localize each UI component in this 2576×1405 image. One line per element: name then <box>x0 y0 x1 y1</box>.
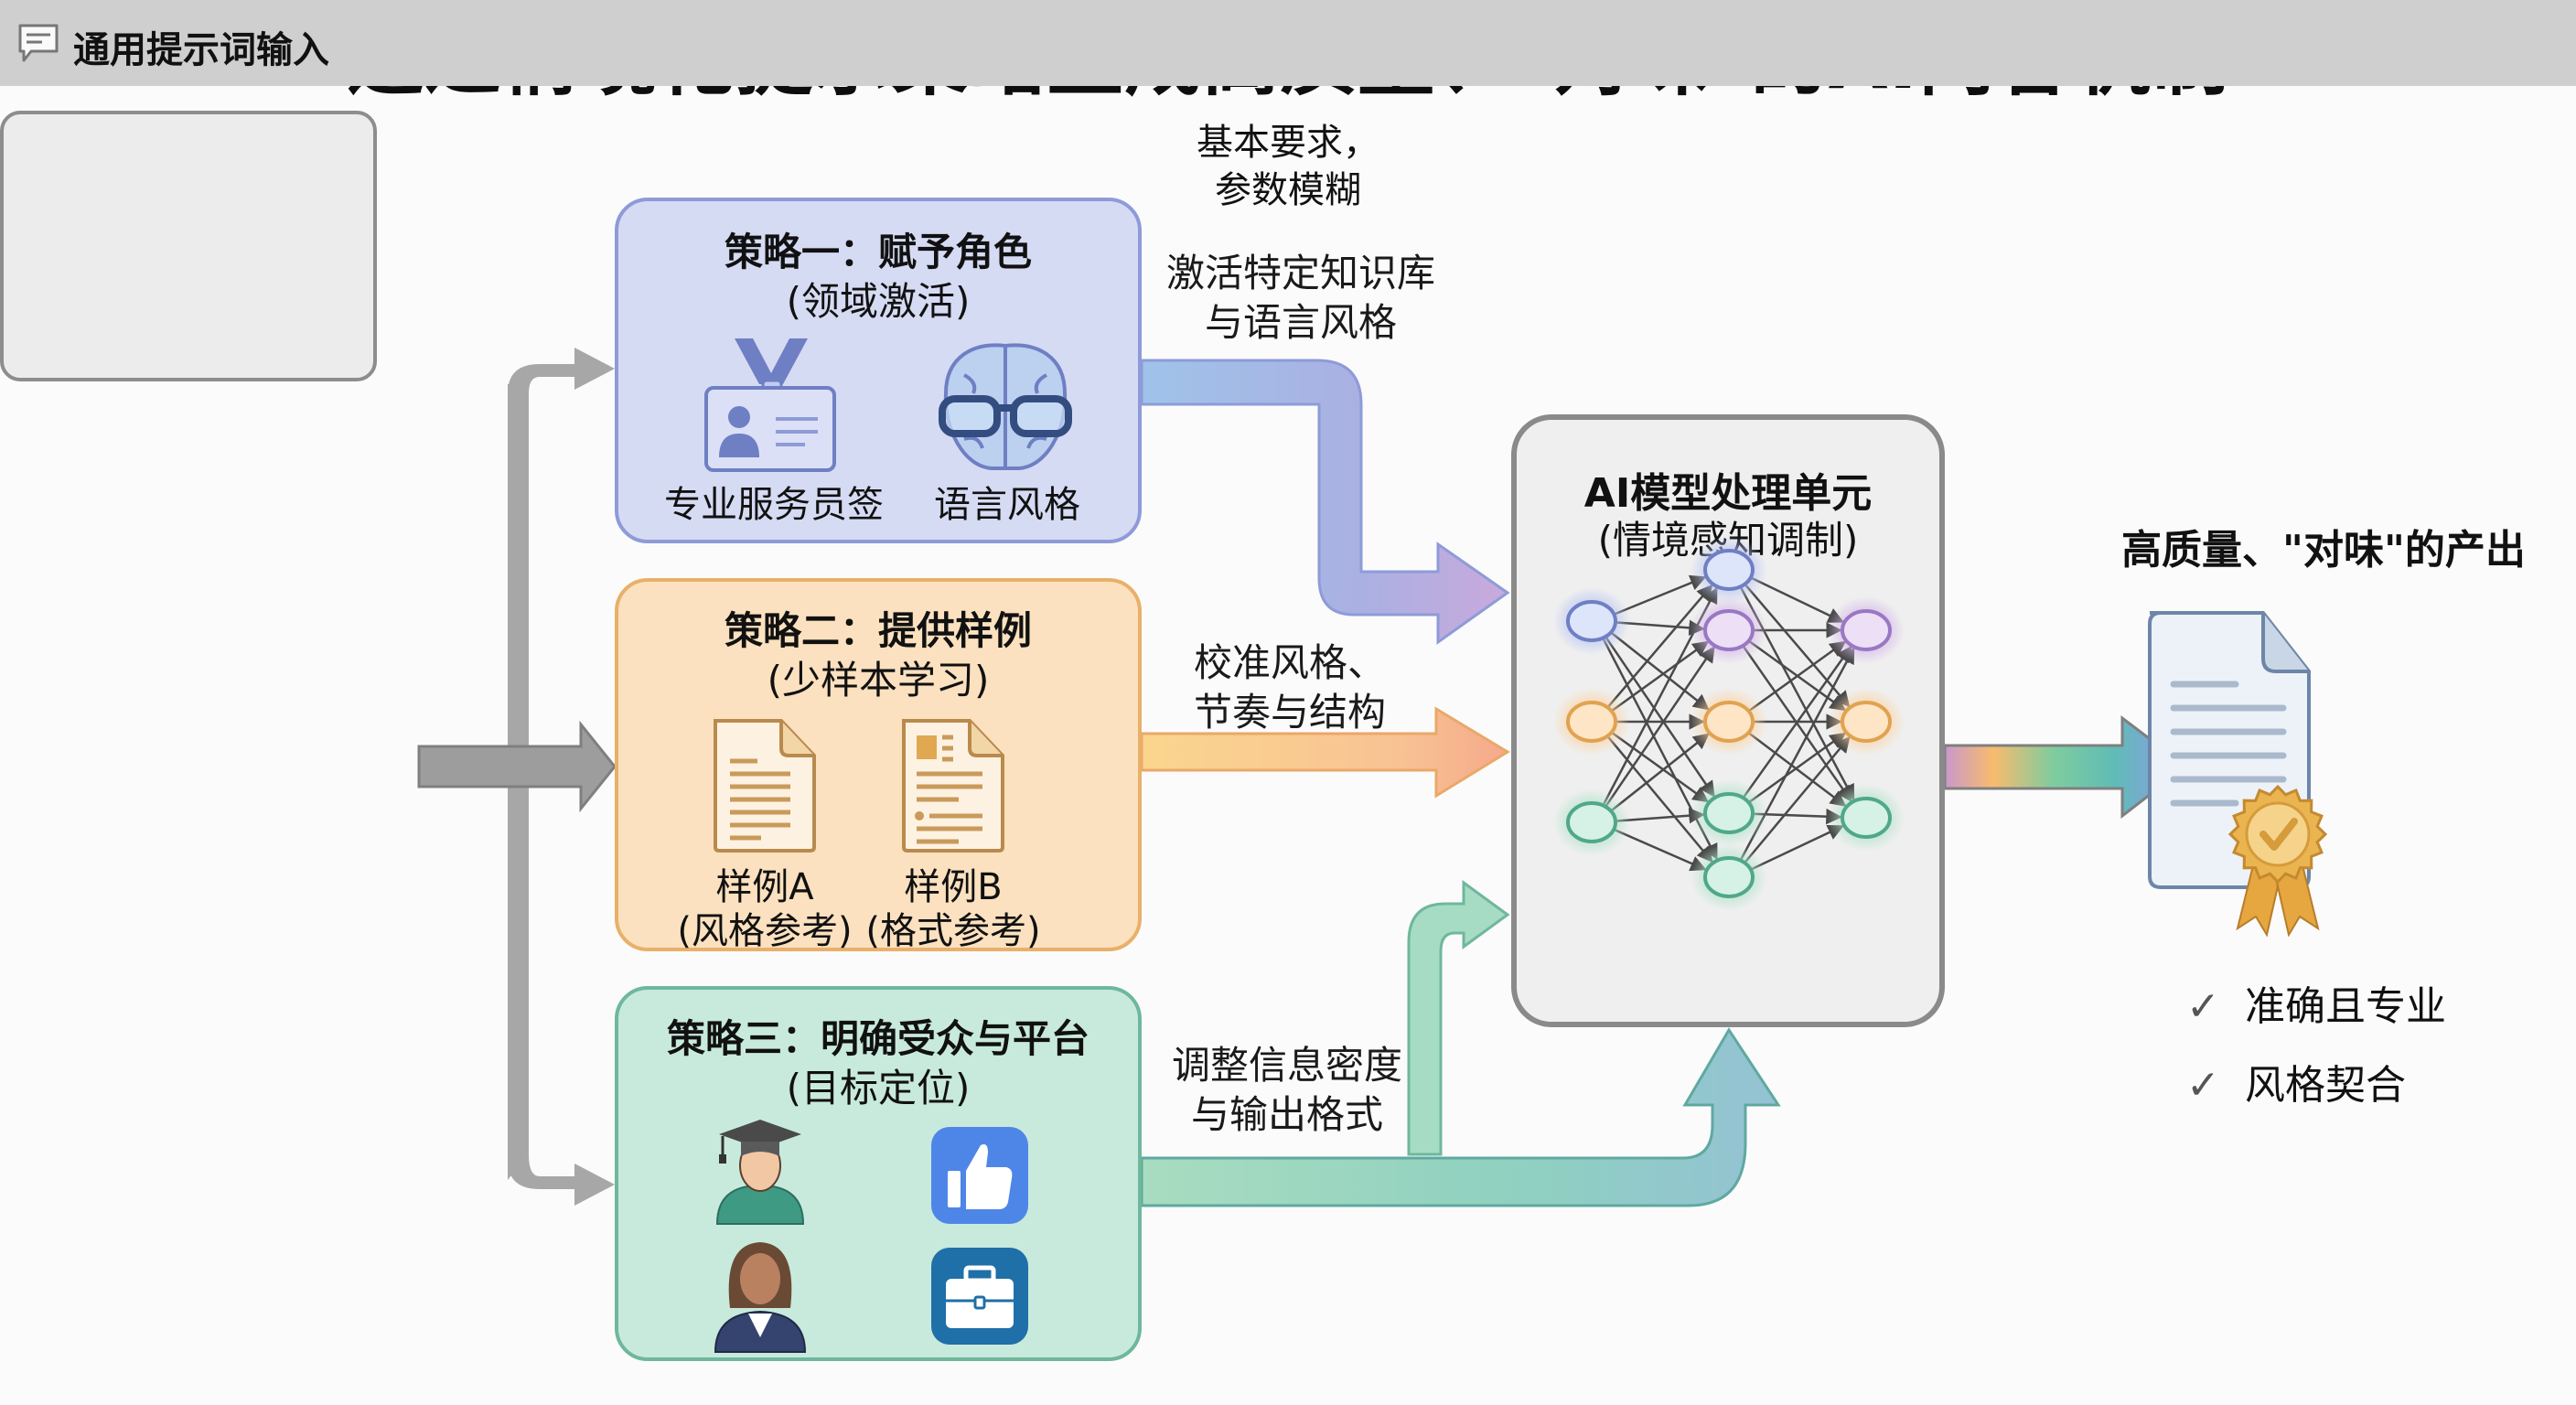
nn-connection <box>1615 619 1705 637</box>
nn-connection <box>1610 631 1710 711</box>
nn-node <box>1566 801 1617 843</box>
document-text-icon <box>714 719 816 853</box>
strategy2-effect-arrow <box>1140 706 1510 799</box>
strategy1-title: 策略一：赋予角色 <box>724 230 1032 274</box>
nn-connection <box>1606 735 1713 863</box>
nn-connection <box>1750 824 1844 871</box>
strategy1-effect-label: 激活特定知识库 与语言风格 <box>1154 249 1447 348</box>
strategy2-item-label: 样例A (风格参考) <box>655 865 875 953</box>
strategy3-effect-arrow-upper <box>1407 880 1510 1156</box>
nn-connection <box>1747 640 1847 713</box>
sample-b-note: (格式参考) <box>865 910 1041 952</box>
nn-connection <box>1605 646 1715 808</box>
nn-connection <box>1742 645 1852 799</box>
nn-connection <box>1752 808 1842 825</box>
nn-node <box>1703 792 1755 834</box>
effect-line: 激活特定知识库 <box>1165 251 1435 295</box>
nn-connection <box>1615 807 1705 824</box>
effect-line: 与输出格式 <box>1190 1092 1383 1137</box>
gray-arrow-middle <box>417 720 617 813</box>
strategy3-subtitle: (目标定位) <box>786 1066 971 1110</box>
output-check-item: ✓ 准确且专业 <box>2186 973 2446 1032</box>
strategy3-card: 策略三：明确受众与平台 (目标定位) <box>615 986 1142 1361</box>
strategy2-item-label: 样例B (格式参考) <box>843 865 1063 953</box>
nn-node <box>1841 797 1892 839</box>
strategy3-effect-arrow-main <box>1140 1027 1781 1207</box>
strategy2-card: 策略二：提供样例 (少样本学习) 样例A (风格参考) 样例B (格式参考) <box>615 578 1142 953</box>
ai-unit-title: AI模型处理单元 <box>1583 470 1873 517</box>
nn-node <box>1703 701 1755 743</box>
strategy1-subtitle: (领域激活) <box>786 279 971 324</box>
strategy3-title: 策略三：明确受众与平台 <box>666 1016 1089 1061</box>
sample-a-note: (风格参考) <box>677 910 853 952</box>
input-splitter-arrows <box>417 348 617 1206</box>
thumbs-up-app-icon <box>931 1127 1028 1224</box>
sample-b-name: 样例B <box>904 866 1003 908</box>
nn-connection <box>1605 636 1715 798</box>
strategy1-item-label: 专业服务员签 <box>664 484 884 526</box>
brain-glasses-icon <box>939 343 1072 470</box>
nn-node <box>1566 600 1617 642</box>
checkmark-icon: ✓ <box>2186 1062 2220 1109</box>
input-prompt-box: 通用提示词输入 基本要求， 参数模糊 <box>0 0 2576 381</box>
id-badge-icon <box>704 338 836 472</box>
nn-node <box>1703 856 1755 898</box>
strategy3-effect-label: 调整信息密度 与输出格式 <box>1154 1041 1420 1140</box>
nn-connection <box>1606 584 1713 709</box>
nn-node <box>1566 701 1617 743</box>
output-check-item: ✓ 风格契合 <box>2186 1052 2406 1110</box>
neural-network-icon <box>1553 536 1905 911</box>
strategy1-item-label: 语言风格 <box>934 484 1080 526</box>
professional-woman-avatar-icon <box>714 1242 807 1353</box>
strategy2-effect-label: 校准风格、 节奏与结构 <box>1162 638 1418 737</box>
effect-line: 与语言风格 <box>1204 300 1397 345</box>
nn-connection <box>1613 574 1707 616</box>
nn-connection <box>1610 733 1710 812</box>
input-description-line: 参数模糊 <box>1215 169 1361 211</box>
ai-processing-unit: AI模型处理单元 (情境感知调制) <box>1511 414 1945 1027</box>
student-avatar-icon <box>715 1120 805 1225</box>
strategy1-effect-arrow <box>1140 359 1510 645</box>
strategy1-card: 策略一：赋予角色 (领域激活) 专业服务员签 语言风格 <box>615 198 1142 543</box>
certified-document-icon <box>2148 611 2328 938</box>
nn-node <box>1703 549 1755 591</box>
effect-line: 调整信息密度 <box>1171 1043 1402 1088</box>
nn-node <box>1703 609 1755 651</box>
nn-connection <box>1610 731 1710 803</box>
check-label: 准确且专业 <box>2245 983 2446 1030</box>
effect-line: 校准风格、 <box>1193 640 1386 685</box>
nn-node <box>1841 609 1892 651</box>
document-layout-icon <box>902 719 1004 853</box>
gray-branch-bottom <box>508 1153 615 1206</box>
check-label: 风格契合 <box>2245 1062 2406 1109</box>
nn-connection <box>1750 576 1844 623</box>
nn-node <box>1841 701 1892 743</box>
nn-connection <box>1610 640 1710 713</box>
output-title: 高质量、"对味"的产出 <box>2121 527 2526 574</box>
strategy2-title: 策略二：提供样例 <box>724 608 1032 653</box>
award-badge-icon <box>2227 784 2328 938</box>
nn-connection <box>1613 828 1707 872</box>
input-description-line: 基本要求， <box>1197 122 1379 164</box>
strategy2-subtitle: (少样本学习) <box>767 658 990 702</box>
input-description: 基本要求， 参数模糊 <box>0 119 2576 214</box>
nn-connection <box>1744 583 1851 708</box>
effect-line: 节奏与结构 <box>1193 690 1386 735</box>
sample-a-name: 样例A <box>715 866 814 908</box>
briefcase-app-icon <box>931 1248 1028 1345</box>
checkmark-icon: ✓ <box>2186 983 2220 1030</box>
nn-connection <box>1744 735 1851 864</box>
nn-connection <box>1747 732 1847 804</box>
